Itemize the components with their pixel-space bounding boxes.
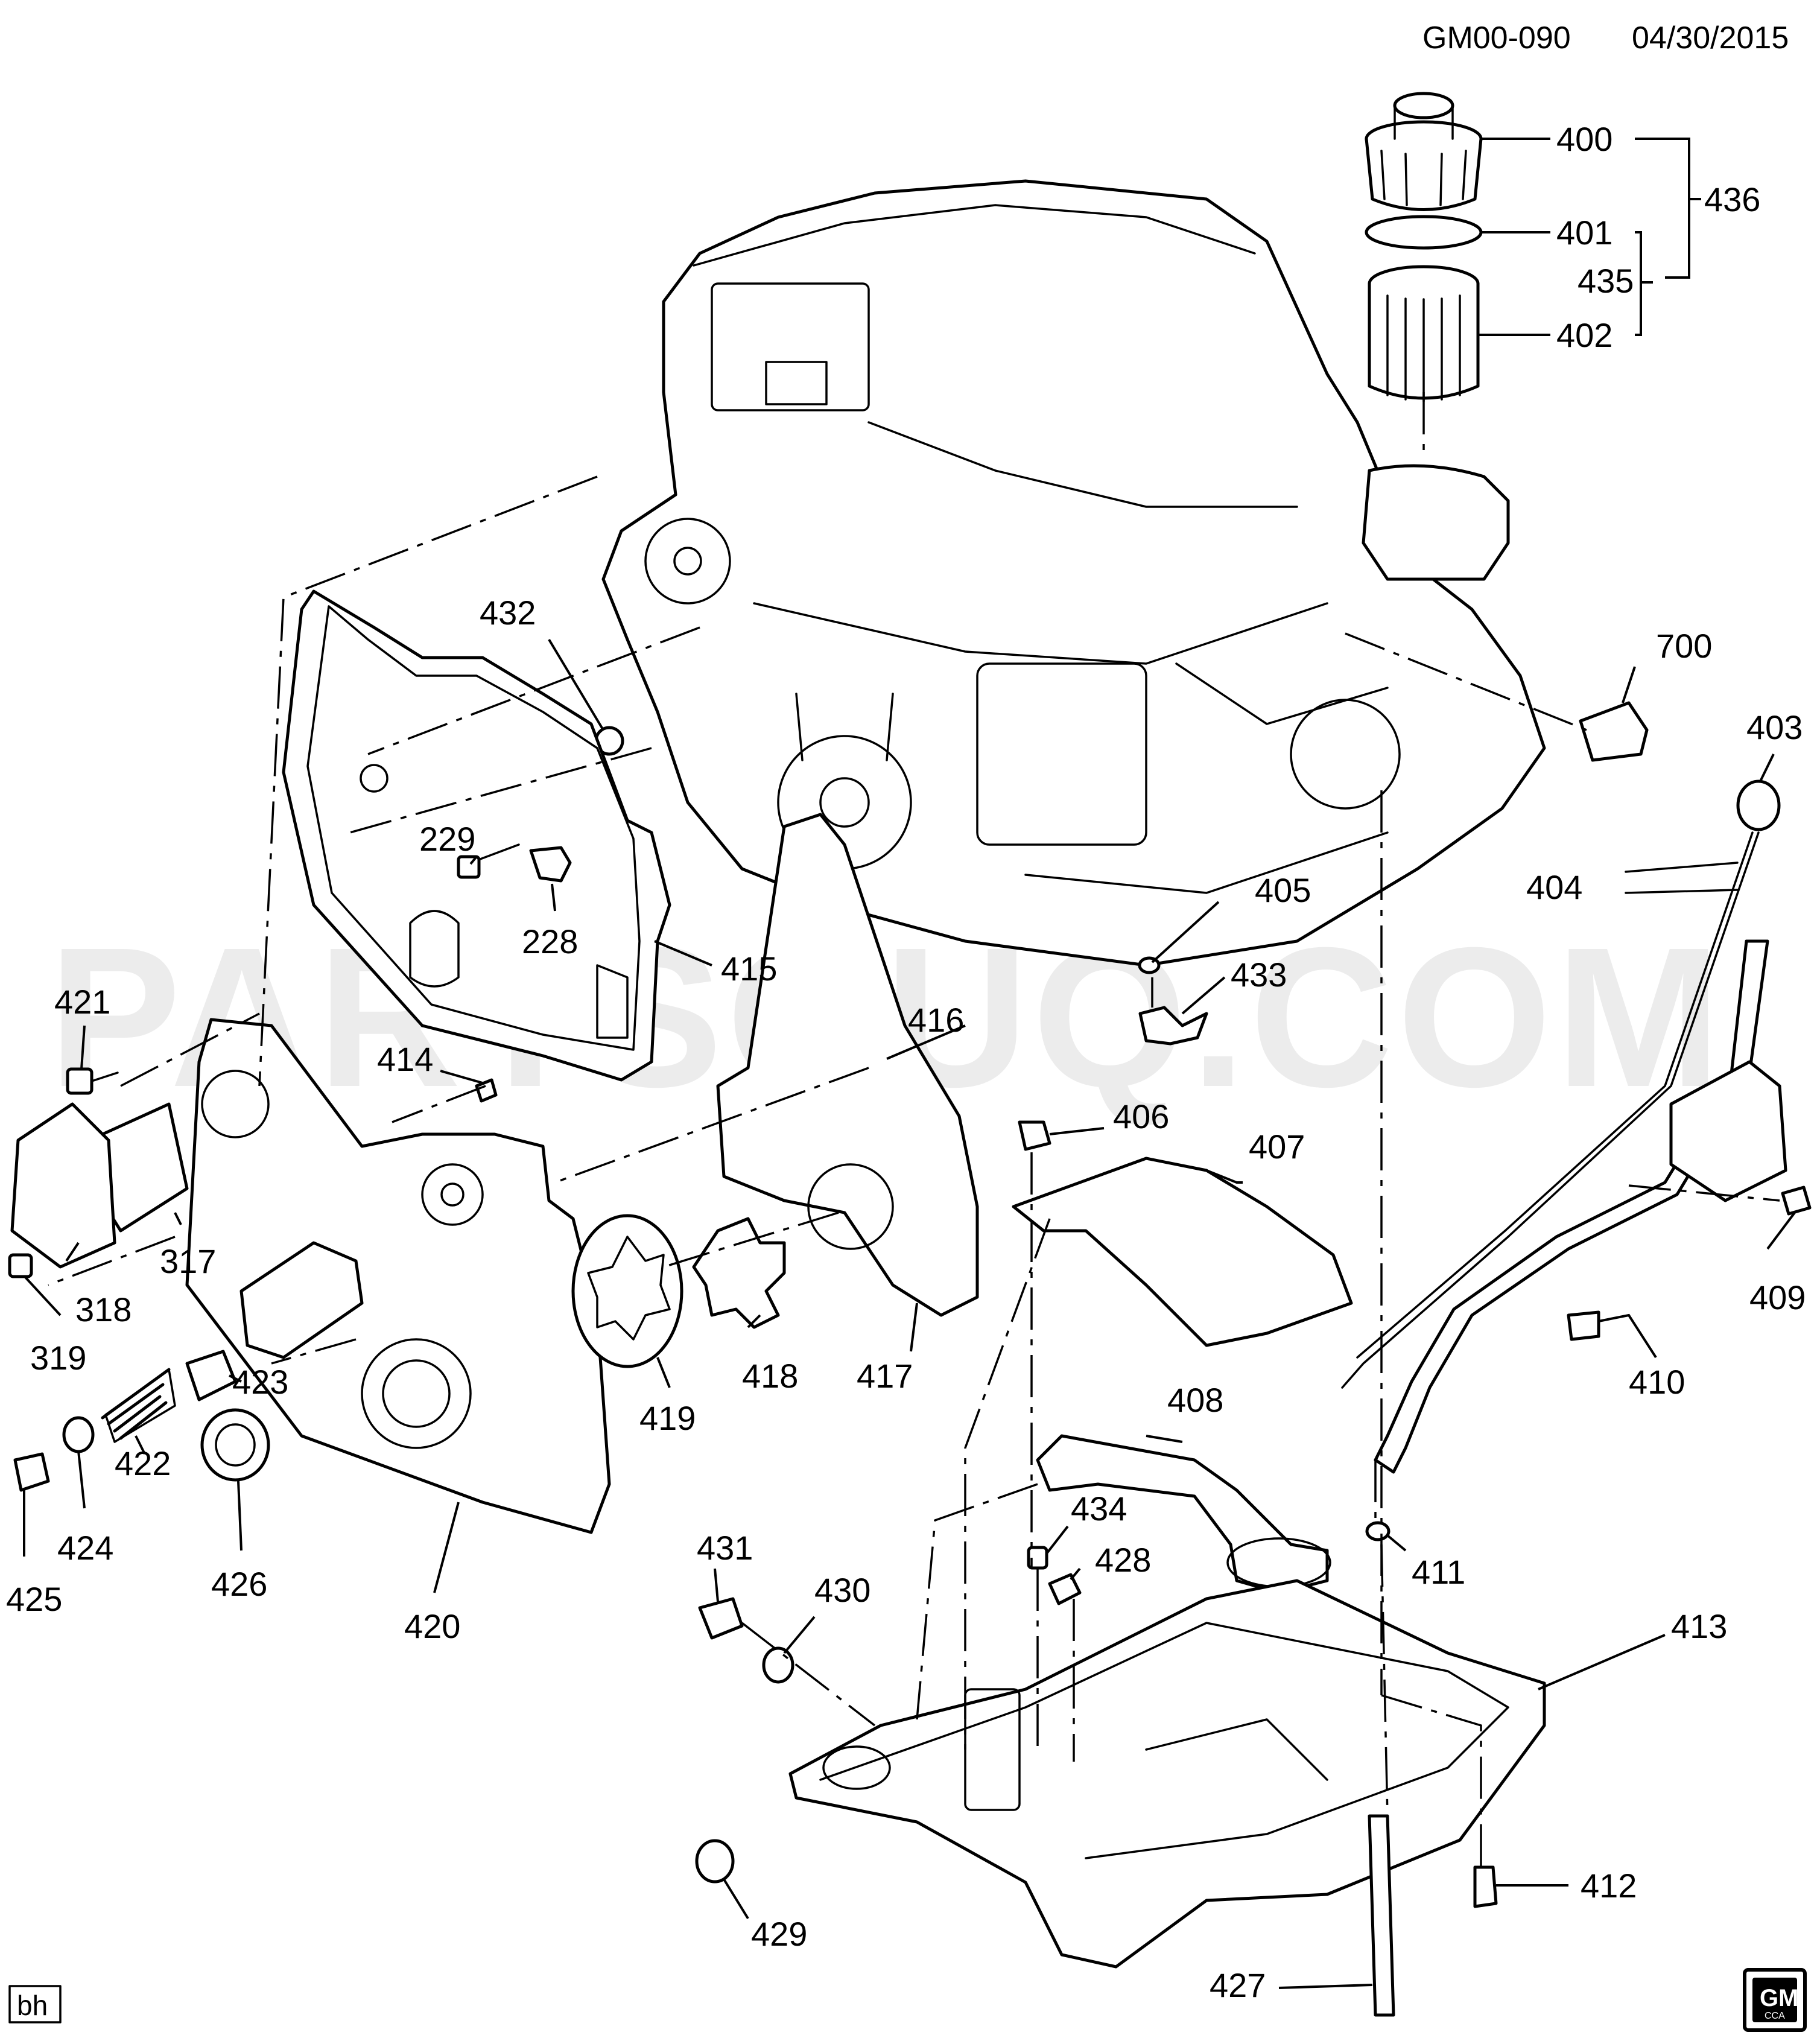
callout-408: 408: [1167, 1381, 1223, 1419]
callout-409: 409: [1749, 1278, 1806, 1316]
diagram-date: 04/30/2015: [1632, 21, 1789, 56]
callout-317: 317: [160, 1242, 216, 1280]
oil-filter-cap: [1365, 92, 1483, 211]
stud-427: [1368, 1814, 1395, 2017]
callout-431: 431: [697, 1529, 753, 1567]
oil-filter-housing: [1362, 464, 1510, 581]
oil-pump-inner-rotor: [692, 1217, 786, 1329]
author-tag: bh: [8, 1985, 62, 2023]
piston-oil-jet-433: [1138, 1006, 1208, 1046]
callout-406: 406: [1113, 1097, 1169, 1135]
callout-417: 417: [857, 1357, 913, 1395]
seal-429: [695, 1839, 735, 1884]
callout-424: 424: [57, 1529, 113, 1567]
dowel-434: [1027, 1546, 1048, 1570]
callout-700: 700: [1656, 627, 1712, 665]
clip-404: [1625, 862, 1739, 894]
bolt-421: [66, 1067, 119, 1095]
pin-414: [475, 1078, 498, 1103]
gm-logo-text: GM: [1760, 1985, 1798, 2011]
plug-425: [13, 1452, 50, 1492]
callout-426: 426: [211, 1565, 267, 1603]
alignment-lines: [48, 392, 1780, 1867]
bolt-406: [1018, 1120, 1051, 1151]
callout-400: 400: [1556, 120, 1612, 158]
bolt-412: [1473, 1865, 1498, 1908]
callout-228: 228: [522, 922, 578, 960]
oil-filter-element: [1368, 265, 1480, 402]
bolt-409: [1781, 1185, 1812, 1216]
oil-pump-housing: [716, 813, 979, 1317]
callout-427: 427: [1210, 1966, 1266, 2004]
oil-pan-413: [788, 1579, 1546, 1969]
cap-seal-ring: [1365, 215, 1483, 250]
cover-plate-318: [10, 1102, 116, 1269]
author-tag-text: bh: [17, 1990, 48, 2021]
dipstick-403: [1341, 779, 1781, 1389]
callout-416: 416: [908, 1001, 964, 1039]
callout-labels: 400 401 402 435 436 403 404 405 433 700 …: [6, 120, 1806, 2004]
callout-419: 419: [639, 1399, 696, 1437]
callout-433: 433: [1231, 956, 1287, 994]
callout-413: 413: [1671, 1607, 1727, 1645]
callout-422: 422: [115, 1444, 171, 1482]
leader-lines: [23, 138, 1796, 1989]
callout-415: 415: [721, 950, 777, 988]
drain-plug-431: [698, 1597, 744, 1640]
callout-407: 407: [1249, 1128, 1305, 1166]
callout-404: 404: [1526, 868, 1582, 906]
callout-435: 435: [1578, 262, 1634, 300]
callout-418: 418: [742, 1357, 798, 1395]
gm-logo-subtext: CCA: [1765, 2011, 1785, 2021]
callout-434: 434: [1071, 1490, 1127, 1528]
washer-424: [62, 1416, 95, 1453]
gm-logo: GM CCA: [1743, 1968, 1807, 2032]
bolt-428: [1048, 1573, 1082, 1605]
callout-410: 410: [1629, 1363, 1685, 1401]
oil-pickup-408: [1036, 1434, 1329, 1595]
tube-bracket: [1669, 1060, 1787, 1202]
diagram-code: GM00-090: [1422, 21, 1571, 56]
oil-pressure-sensor-700: [1579, 701, 1649, 762]
callout-401: 401: [1556, 214, 1612, 252]
callout-318: 318: [75, 1290, 132, 1328]
callout-436: 436: [1704, 180, 1760, 218]
sensor-228: [529, 846, 572, 883]
callout-403: 403: [1746, 708, 1803, 746]
spring-422: [101, 1368, 171, 1440]
callout-402: 402: [1556, 316, 1612, 354]
valve-423: [185, 1350, 237, 1401]
callout-429: 429: [751, 1915, 807, 1953]
callout-414: 414: [377, 1040, 433, 1078]
callout-420: 420: [404, 1607, 460, 1645]
callout-411: 411: [1412, 1553, 1465, 1591]
callout-425: 425: [6, 1580, 62, 1618]
callout-319: 319: [30, 1339, 86, 1377]
o-ring-411: [1365, 1521, 1390, 1541]
callout-412: 412: [1581, 1867, 1637, 1905]
front-crank-seal: [200, 1408, 270, 1482]
callout-428: 428: [1095, 1541, 1151, 1579]
callout-423: 423: [232, 1363, 288, 1401]
callout-229: 229: [419, 820, 475, 858]
callout-430: 430: [814, 1571, 870, 1609]
washer-430: [762, 1646, 794, 1684]
callout-432: 432: [480, 594, 536, 632]
callout-405: 405: [1255, 871, 1311, 909]
engine-block: [601, 179, 1546, 967]
front-cover-gasket: [282, 589, 671, 1082]
bolt-319: [8, 1253, 33, 1278]
oil-deflector-407: [1012, 1157, 1353, 1347]
oil-pump-outer-rotor: [571, 1214, 683, 1368]
callout-421: 421: [54, 983, 110, 1021]
